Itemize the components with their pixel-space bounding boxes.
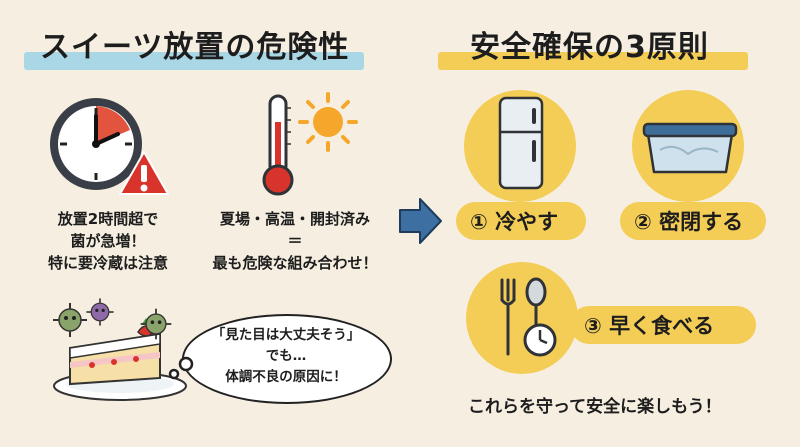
title-highlight bbox=[24, 52, 364, 70]
footer-message: これらを守って安全に楽しもう！ bbox=[468, 397, 722, 417]
rule-number: ① bbox=[470, 210, 488, 234]
bubble-text: 「見た目は大丈夫そう」 でも… 体調不良の原因に！ bbox=[190, 325, 382, 388]
rule-number: ③ bbox=[584, 314, 602, 338]
cake-icon bbox=[53, 318, 187, 401]
title-highlight bbox=[438, 52, 748, 70]
caption-line: 最も危険な組み合わせ！ bbox=[212, 254, 378, 272]
caption-time: 放置2時間超で 菌が急増！ 特に要冷蔵は注意 bbox=[28, 208, 188, 274]
caption-temp: 夏場・高温・開封済み ＝ 最も危険な組み合わせ！ bbox=[205, 208, 385, 274]
germ-icon bbox=[140, 308, 172, 340]
rule-label: 密閉する bbox=[659, 210, 744, 234]
thermometer-icon bbox=[262, 94, 294, 196]
utensils-circle bbox=[466, 262, 578, 374]
fridge-icon bbox=[498, 96, 544, 190]
bubble-line: 「見た目は大丈夫そう」 bbox=[211, 327, 361, 343]
caption-line: 特に要冷蔵は注意 bbox=[47, 254, 168, 272]
fork-spoon-icon bbox=[500, 277, 557, 357]
germ-icon bbox=[53, 303, 87, 337]
germ-icon bbox=[86, 298, 114, 326]
rule-number: ② bbox=[634, 210, 652, 234]
right-title: 安全確保の3原則 bbox=[470, 30, 709, 65]
rule-cool: ① 冷やす bbox=[470, 206, 558, 236]
clock-icon bbox=[50, 98, 142, 190]
left-title: スイーツ放置の危険性 bbox=[40, 30, 350, 65]
rule-eat-quickly: ③ 早く食べる bbox=[584, 310, 714, 340]
caption-line: 夏場・高温・開封済み bbox=[219, 210, 370, 228]
bubble-line: でも… bbox=[265, 348, 307, 364]
caption-line: ＝ bbox=[287, 232, 303, 250]
rule-bar bbox=[620, 202, 766, 240]
bubble-tail bbox=[168, 356, 194, 380]
rule-label: 冷やす bbox=[495, 210, 559, 234]
caption-line: 菌が急増！ bbox=[70, 232, 146, 250]
warning-icon bbox=[119, 151, 169, 195]
sealed-container-icon bbox=[642, 122, 738, 174]
rule-label: 早く食べる bbox=[609, 314, 715, 338]
sun-icon bbox=[298, 92, 358, 152]
arrow-right-icon bbox=[399, 198, 442, 244]
rule-bar bbox=[456, 202, 586, 240]
bubble-line: 体調不良の原因に！ bbox=[225, 369, 347, 385]
caption-line: 放置2時間超で bbox=[57, 210, 159, 228]
rule-seal: ② 密閉する bbox=[634, 206, 743, 236]
rule-bar bbox=[570, 306, 756, 344]
